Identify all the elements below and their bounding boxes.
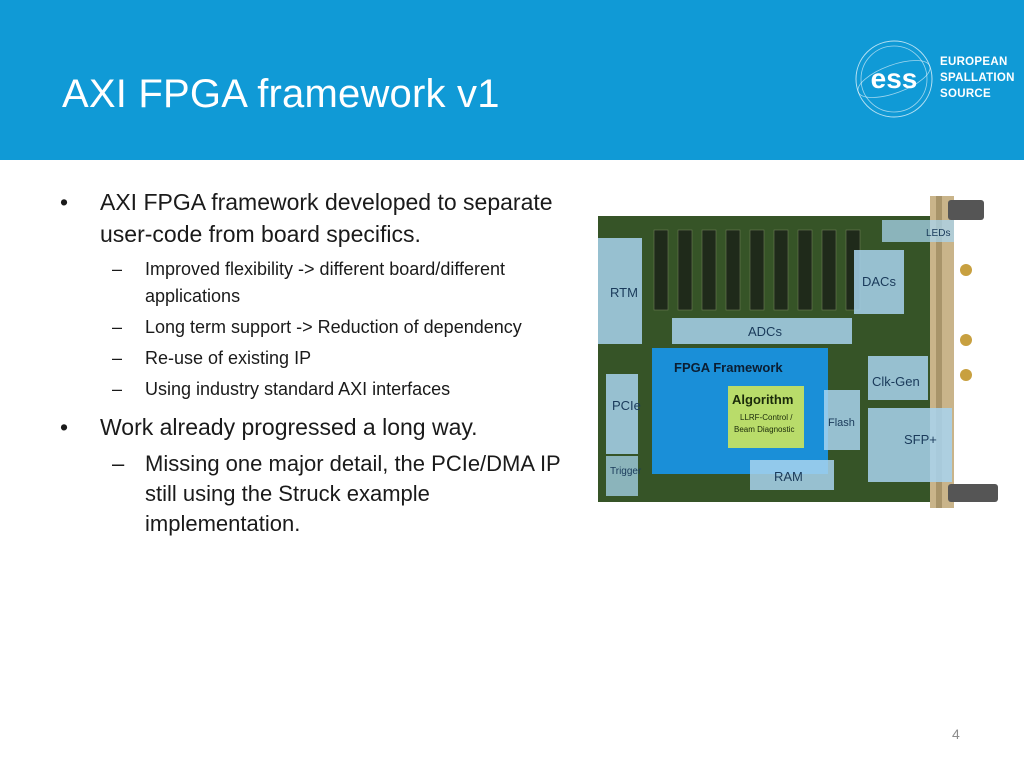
chip <box>773 229 789 311</box>
sfp-label: SFP+ <box>904 432 937 447</box>
chip <box>725 229 741 311</box>
sub-bullet-text: Using industry standard AXI interfaces <box>145 379 451 399</box>
adcs-region <box>672 318 852 344</box>
trigger-label: Trigger <box>610 466 642 477</box>
rtm-label: RTM <box>610 285 638 300</box>
chip-row <box>653 229 861 311</box>
sub-bullet-1-4: – Using industry standard AXI interfaces <box>60 376 580 403</box>
dash-marker: – <box>112 348 123 368</box>
clkgen-region <box>868 356 928 400</box>
bullet-dot: • <box>60 189 69 215</box>
bullet-1-text: AXI FPGA framework developed to separate… <box>100 189 553 247</box>
sub-bullet-1-3: – Re-use of existing IP <box>60 345 580 372</box>
pcie-region <box>606 374 638 454</box>
handle-top <box>948 200 984 220</box>
logo-line-2: SPALLATION <box>940 72 1015 84</box>
bullet-2-text: Work already progressed a long way. <box>100 414 478 440</box>
board-diagram: RTM LEDs DACs ADCs FPGA Framework Algori… <box>592 190 1008 520</box>
algorithm-sub-1: LLRF-Control / <box>740 413 793 422</box>
sma-connector <box>960 369 972 381</box>
bullet-2: • Work already progressed a long way. <box>60 411 580 443</box>
trigger-region <box>606 456 638 496</box>
dash-marker: – <box>112 451 125 476</box>
sfp-region <box>868 408 952 482</box>
front-panel-edge <box>936 196 942 508</box>
bullet-1: • AXI FPGA framework developed to separa… <box>60 186 580 250</box>
algorithm-sub-2: Beam Diagnostic <box>734 425 794 434</box>
chip <box>797 229 813 311</box>
ess-logo: ess EUROPEAN SPALLATION SOURCE <box>850 38 1014 120</box>
sub-bullet-text: Improved flexibility -> different board/… <box>145 259 506 306</box>
bullet-dot: • <box>60 414 69 440</box>
chip <box>749 229 765 311</box>
header-bar: AXI FPGA framework v1 ess EUROPEAN SPALL… <box>0 0 1024 160</box>
ram-region <box>750 460 834 490</box>
fpga-framework-label: FPGA Framework <box>674 360 783 375</box>
logo-mark-text: ess <box>871 63 918 94</box>
dash-marker: – <box>112 259 123 279</box>
logo-line-3: SOURCE <box>940 88 992 100</box>
sma-connector <box>960 334 972 346</box>
bullet-list: • AXI FPGA framework developed to separa… <box>60 186 580 543</box>
ram-label: RAM <box>774 469 803 484</box>
sub-bullet-text: Long term support -> Reduction of depend… <box>145 317 522 337</box>
dacs-region <box>854 250 904 314</box>
ess-logo-mark: ess <box>855 40 933 118</box>
sub-bullet-2-1: – Missing one major detail, the PCIe/DMA… <box>60 449 580 539</box>
slide-title: AXI FPGA framework v1 <box>62 72 500 116</box>
logo-wordmark: EUROPEAN SPALLATION SOURCE <box>940 54 1015 102</box>
page-number: 4 <box>952 726 960 742</box>
dash-marker: – <box>112 317 123 337</box>
chip <box>653 229 669 311</box>
algorithm-label: Algorithm <box>732 392 793 407</box>
chip <box>701 229 717 311</box>
clkgen-label: Clk-Gen <box>872 374 920 389</box>
sub-bullet-1-1: – Improved flexibility -> different boar… <box>60 256 580 310</box>
algorithm-region <box>728 386 804 448</box>
sub-bullet-text: Re-use of existing IP <box>145 348 312 368</box>
handle-bottom <box>948 484 998 502</box>
adcs-label: ADCs <box>748 324 782 339</box>
logo-line-1: EUROPEAN <box>940 56 1008 68</box>
flash-region <box>824 390 860 450</box>
chip <box>677 229 693 311</box>
sub-bullet-1-2: – Long term support -> Reduction of depe… <box>60 314 580 341</box>
leds-region <box>882 220 954 242</box>
dacs-label: DACs <box>862 274 896 289</box>
pcie-label: PCIe <box>612 398 641 413</box>
dash-marker: – <box>112 379 123 399</box>
sma-connector <box>960 264 972 276</box>
rtm-region <box>598 238 642 344</box>
sub-bullet-text: Missing one major detail, the PCIe/DMA I… <box>145 451 561 536</box>
flash-label: Flash <box>828 417 855 429</box>
leds-label: LEDs <box>926 228 950 239</box>
chip <box>821 229 837 311</box>
